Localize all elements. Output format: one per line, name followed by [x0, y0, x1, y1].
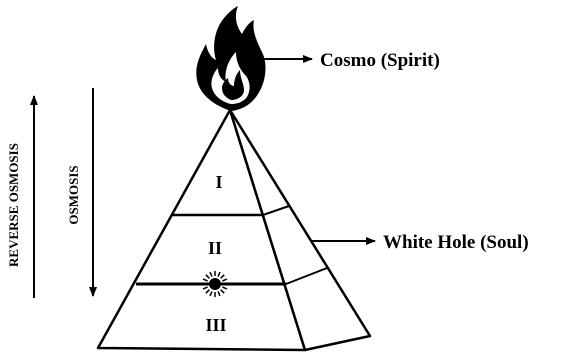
soul-label: White Hole (Soul): [383, 232, 529, 253]
sun-burst-icon: [202, 271, 228, 297]
osmosis-label: OSMOSIS: [66, 165, 81, 224]
reverse-osmosis-label: REVERSE OSMOSIS: [6, 143, 21, 267]
level-label-2: II: [208, 238, 222, 258]
level-label-1: I: [215, 172, 222, 192]
flame-icon: [196, 6, 265, 111]
spirit-label: Cosmo (Spirit): [320, 50, 440, 71]
level-label-3: III: [205, 315, 226, 335]
pyramid: [98, 110, 370, 350]
